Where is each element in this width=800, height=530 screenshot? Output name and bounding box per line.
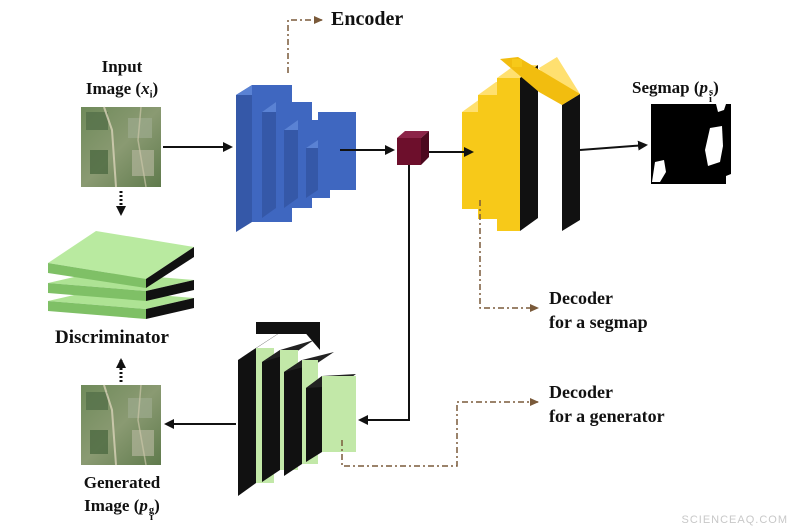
decoder-segmap-line1: Decoder — [549, 288, 613, 308]
generated-image — [81, 384, 161, 466]
leader-decoder-generator — [341, 398, 539, 467]
input-label-text: Image ( — [85, 79, 142, 98]
decoder-generator-label: Decoder for a generator — [549, 380, 665, 428]
discriminator-block — [48, 231, 194, 319]
generated-label-close: ) — [154, 496, 160, 515]
segmap-var-sup: s — [709, 86, 714, 98]
arrow-latent-to-decoder-generator — [358, 165, 410, 425]
leader-encoder — [287, 16, 323, 73]
input-var-sub: i — [149, 89, 153, 101]
input-image-label: Input Image (xi) — [66, 56, 178, 107]
segmap-output — [651, 104, 731, 184]
decoder-generator-block — [238, 322, 356, 496]
input-image — [81, 106, 161, 188]
generated-label-line1: Generated — [83, 473, 161, 492]
discriminator-label: Discriminator — [55, 327, 169, 348]
latent-cube — [397, 131, 429, 165]
decoder-segmap-label: Decoder for a segmap — [549, 286, 648, 334]
generated-var-sup: g — [148, 504, 155, 516]
generated-label-text: Image ( — [84, 496, 140, 515]
segmap-var: p — [699, 78, 709, 97]
input-label-close: ) — [152, 79, 159, 98]
decoder-segmap-block — [462, 57, 580, 231]
watermark: SCIENCEAQ.COM — [681, 514, 788, 526]
input-label-line1: Input — [101, 57, 143, 76]
input-var: x — [141, 79, 150, 98]
decoder-segmap-line2: for a segmap — [549, 312, 648, 332]
leader-decoder-segmap — [479, 200, 539, 312]
generated-var-sub: i — [150, 512, 153, 524]
segmap-var-sub: i — [709, 94, 712, 106]
decoder-generator-line2: for a generator — [549, 406, 665, 426]
encoder-block — [236, 85, 356, 232]
decoder-generator-line1: Decoder — [549, 382, 613, 402]
input-label-line2: Image (xi) — [66, 78, 178, 107]
segmap-label-text: Segmap ( — [632, 78, 700, 97]
generated-var: p — [139, 496, 148, 515]
segmap-label-close: ) — [713, 78, 719, 97]
arrow-decoder-to-segmap — [579, 140, 648, 151]
encoder-label: Encoder — [331, 8, 404, 30]
